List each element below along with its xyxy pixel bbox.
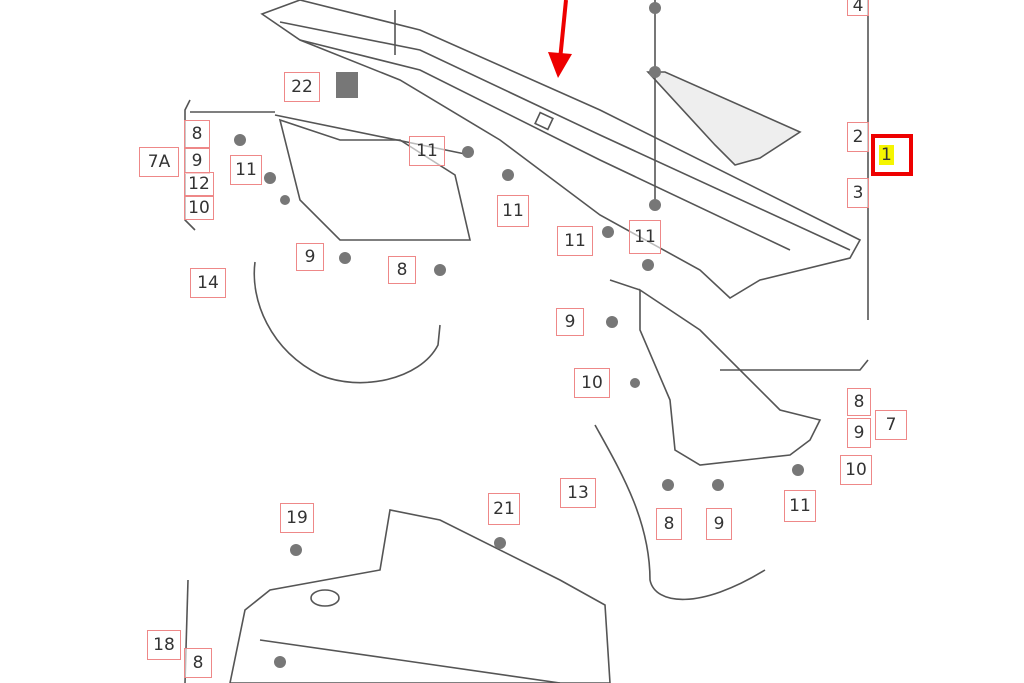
- callout-11: 11: [557, 226, 593, 256]
- callout-3: 3: [847, 178, 869, 208]
- callout-11: 11: [230, 155, 262, 185]
- callout-8: 8: [184, 120, 210, 148]
- fasteners: [234, 2, 804, 668]
- callout-label: 14: [197, 273, 219, 293]
- callout-label: 13: [567, 483, 589, 503]
- callout-8: 8: [847, 388, 871, 416]
- callout-7A: 7A: [139, 147, 179, 177]
- callout-label: 9: [564, 312, 576, 332]
- callout-label: 10: [845, 460, 867, 480]
- callout-label: 9: [853, 423, 865, 443]
- callout-label: 9: [304, 247, 316, 267]
- callout-label: 11: [502, 201, 524, 221]
- callout-13: 13: [560, 478, 596, 508]
- callout-7: 7: [875, 410, 907, 440]
- callout-label: 12: [188, 174, 210, 194]
- callout-label: 2: [852, 127, 864, 147]
- callout-10: 10: [184, 196, 214, 220]
- callout-9: 9: [706, 508, 732, 540]
- left-bracket: [184, 99, 472, 241]
- callout-14: 14: [190, 268, 226, 298]
- lower-panel: [184, 509, 611, 683]
- callout-4: 4: [847, 0, 869, 16]
- callout-label: 8: [192, 653, 204, 673]
- callout-label: 7: [885, 415, 897, 435]
- callout-11: 11: [409, 136, 445, 166]
- callout-8: 8: [656, 508, 682, 540]
- cowl-panel: [260, 0, 862, 299]
- callout-9: 9: [184, 148, 210, 174]
- callout-label: 22: [291, 77, 313, 97]
- right-bracket: [609, 279, 869, 466]
- callout-label: 10: [188, 198, 210, 218]
- callout-9: 9: [296, 243, 324, 271]
- callout-9: 9: [556, 308, 584, 336]
- callout-8: 8: [388, 256, 416, 284]
- callout-label: 8: [663, 514, 675, 534]
- callout-9: 9: [847, 418, 871, 448]
- callout-10: 10: [574, 368, 610, 398]
- callout-label: 3: [852, 183, 864, 203]
- callout-label: 18: [153, 635, 175, 655]
- callout-8: 8: [184, 648, 212, 678]
- callout-18: 18: [147, 630, 181, 660]
- callout-11: 11: [629, 220, 661, 254]
- callout-11: 11: [784, 490, 816, 522]
- callout-22: 22: [284, 72, 320, 102]
- callout-label: 9: [713, 514, 725, 534]
- grille-panel: [646, 0, 869, 320]
- callout-label: 7A: [147, 152, 171, 172]
- callout-label: 11: [634, 227, 656, 247]
- callout-label: 11: [789, 496, 811, 516]
- callout-12: 12: [184, 172, 214, 196]
- callout-label: 8: [396, 260, 408, 280]
- callout-2: 2: [847, 122, 869, 152]
- callout-10: 10: [840, 455, 872, 485]
- callout-label: 8: [191, 124, 203, 144]
- hose-13: [594, 424, 766, 601]
- hose-14: [253, 261, 441, 384]
- callout-highlighted-1: 1: [871, 134, 913, 176]
- callout-label: 19: [286, 508, 308, 528]
- red-arrow-icon: [548, 0, 572, 78]
- callout-21: 21: [488, 493, 520, 525]
- callout-label: 8: [853, 392, 865, 412]
- callout-label: 10: [581, 373, 603, 393]
- callout-label: 4: [852, 0, 864, 16]
- callout-19: 19: [280, 503, 314, 533]
- callout-label: 11: [235, 160, 257, 180]
- callout-label: 11: [416, 141, 438, 161]
- callout-label: 9: [191, 151, 203, 171]
- callout-label: 11: [564, 231, 586, 251]
- callout-11: 11: [497, 195, 529, 227]
- callout-label: 1: [879, 145, 894, 165]
- callout-label: 21: [493, 499, 515, 519]
